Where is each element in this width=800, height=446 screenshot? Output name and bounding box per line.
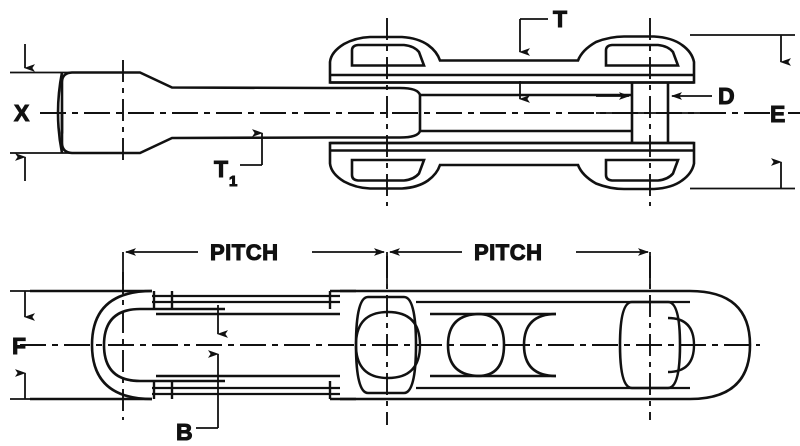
dimension-label-t1-subscript: 1 (229, 173, 237, 190)
dimension-label-pitch-2: PITCH (474, 240, 543, 265)
pitch1-dimension-line (122, 248, 385, 284)
lower-link-plate (328, 141, 696, 191)
dimension-t: T (519, 6, 568, 56)
right-pin-bore-plan (667, 316, 696, 374)
upper-link-plate (328, 35, 696, 84)
dimension-t1: T 1 (214, 129, 263, 191)
dimension-label-f: F (12, 333, 26, 359)
left-bar-profile (56, 71, 331, 155)
dimension-pitch-1: PITCH (122, 240, 385, 284)
dimension-label-b: B (176, 419, 193, 445)
t1-leader (240, 129, 263, 166)
dimension-label-t: T (553, 6, 567, 32)
dimension-b: B (176, 305, 228, 446)
t-leader (519, 18, 548, 56)
dimension-label-t1: T (214, 156, 228, 182)
plate-rib-notch (152, 291, 174, 399)
b-dimension-line (196, 305, 228, 429)
e-extension-lines (690, 34, 795, 190)
pitch2-dimension-line (386, 248, 651, 284)
left-bar-cap-plan (430, 312, 506, 378)
dimension-label-x: X (14, 100, 30, 126)
left-bar-rails (152, 294, 340, 396)
center-pin-circle (354, 310, 422, 380)
roller-body-profile (330, 86, 632, 139)
outer-link-plate-right (340, 289, 752, 401)
plan-view: PITCH PITCH (10, 240, 760, 446)
dimension-label-pitch-1: PITCH (210, 240, 279, 265)
roller-plan-left (156, 312, 340, 378)
dimension-f: F (10, 290, 100, 400)
dimension-x: X (10, 44, 108, 181)
dimension-d: D (596, 83, 735, 114)
roller-plan-right (446, 312, 557, 378)
plan-section-lines (122, 256, 651, 425)
dimension-pitch-2: PITCH (386, 240, 651, 284)
dimension-e: E (690, 34, 795, 190)
dimension-label-e: E (770, 101, 785, 127)
side-elevation-view: X T T 1 (10, 6, 800, 206)
dimension-label-d: D (718, 83, 735, 109)
